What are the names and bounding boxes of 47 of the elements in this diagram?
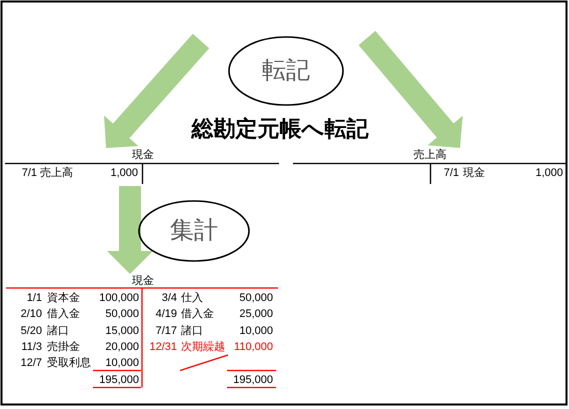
step-oval xyxy=(138,200,250,262)
amount: 10,000 xyxy=(239,324,273,338)
account-title: 現金 xyxy=(132,274,154,288)
amount: 10,000 xyxy=(105,356,139,370)
t-account xyxy=(6,274,278,390)
entry-date: 12/31 xyxy=(149,340,177,354)
entry-account: 売掛金 xyxy=(47,340,80,354)
amount: 50,000 xyxy=(239,292,273,304)
entry-date: 7/17 xyxy=(156,324,177,338)
step-oval xyxy=(228,36,344,106)
entry-account: 次期繰越 xyxy=(181,340,225,354)
entry-account: 現金 xyxy=(463,167,485,180)
amount: 100,000 xyxy=(99,292,139,304)
amount: 1,000 xyxy=(535,167,563,180)
entry-account: 諸口 xyxy=(47,324,69,338)
entry-date: 12/7 xyxy=(20,356,42,370)
step-label: 集計 xyxy=(170,217,218,245)
entry-date: 4/19 xyxy=(156,308,177,320)
entry-date: 11/3 xyxy=(21,340,42,354)
entry-date: 2/10 xyxy=(20,308,42,320)
amount: 15,000 xyxy=(105,324,139,338)
amount: 25,000 xyxy=(239,308,273,320)
entry-account: 売上高 xyxy=(40,167,73,180)
amount: 20,000 xyxy=(105,340,139,354)
amount: 110,000 xyxy=(234,340,273,354)
entry-date: 7/1 xyxy=(22,167,37,180)
entry-account: 諸口 xyxy=(181,324,203,338)
total-amount: 195,000 xyxy=(233,374,273,386)
entry-date: 5/20 xyxy=(20,324,42,338)
entry-account: 借入金 xyxy=(47,308,80,320)
t-account xyxy=(293,148,566,186)
amount: 1,000 xyxy=(110,167,138,180)
diagram-title: 総勘定元帳へ転記 xyxy=(192,116,368,141)
entry-date: 3/4 xyxy=(162,292,177,304)
step-label: 転記 xyxy=(262,57,310,85)
flow-arrow xyxy=(107,186,153,274)
total-amount: 195,000 xyxy=(99,374,139,386)
t-account xyxy=(5,148,279,186)
account-title: 売上高 xyxy=(414,149,446,162)
amount: 50,000 xyxy=(105,308,139,320)
entry-account: 資本金 xyxy=(47,292,80,304)
entry-date: 7/1 xyxy=(444,167,459,180)
entry-date: 1/1 xyxy=(26,292,42,304)
entry-account: 借入金 xyxy=(181,308,214,320)
account-title: 現金 xyxy=(132,149,154,162)
entry-account: 受取利息 xyxy=(47,356,91,370)
entry-account: 仕入 xyxy=(181,292,203,304)
